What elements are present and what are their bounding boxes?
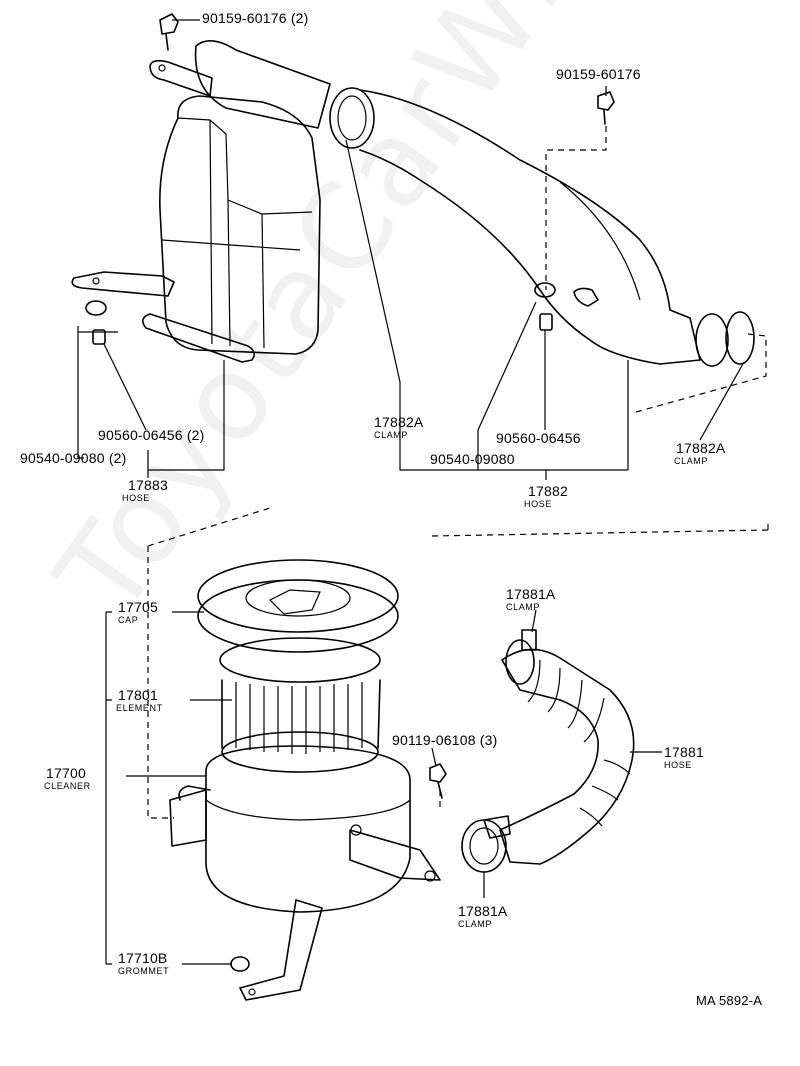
- resonator-tank-drawing: [71, 95, 321, 363]
- cleaner-17700-number: 17700: [46, 765, 86, 781]
- dashed-connections: [147, 126, 769, 819]
- bolt-90119-number: 90119-06108 (3): [392, 732, 498, 748]
- element-17801-name: ELEMENT: [116, 703, 163, 713]
- bolt-top-left-number: 90159-60176 (2): [202, 10, 309, 26]
- grommet-17710b-number: 17710B: [118, 950, 168, 966]
- clamp-17881a-top-number: 17881A: [506, 586, 556, 602]
- grommet-right-a-number: 90560-06456: [496, 430, 581, 446]
- upper-fasteners-drawing: [85, 13, 615, 345]
- hose-17881-name: HOSE: [664, 760, 692, 770]
- bolt-top-right-number: 90159-60176: [556, 66, 641, 82]
- hose-17881-drawing: [461, 629, 635, 873]
- hose-17882-name: HOSE: [524, 499, 552, 509]
- hose-17882-number: 17882: [528, 483, 568, 499]
- air-cleaner-drawing: [169, 559, 447, 1001]
- element-17801-number: 17801: [118, 687, 158, 703]
- clamp-17881a-bottom-name: CLAMP: [458, 919, 493, 929]
- leader-lines: [77, 19, 745, 965]
- clamp-17881a-top-name: CLAMP: [506, 602, 541, 612]
- clamp-17882a-right-number: 17882A: [676, 440, 726, 456]
- grommet-left-a-number: 90560-06456 (2): [98, 427, 205, 443]
- hose-17881-number: 17881: [664, 744, 704, 760]
- hose-17882-drawing: [149, 40, 755, 367]
- cap-17705-number: 17705: [118, 599, 158, 615]
- hose-17883-name: HOSE: [122, 493, 150, 503]
- grommet-17710b-name: GROMMET: [118, 966, 170, 976]
- cap-17705-name: CAP: [118, 615, 139, 625]
- grommet-right-b-number: 90540-09080: [430, 451, 515, 467]
- reference-code: MA 5892-A: [696, 993, 763, 1008]
- hose-17883-number: 17883: [128, 477, 168, 493]
- grommet-left-b-number: 90540-09080 (2): [20, 450, 127, 466]
- clamp-17882a-left-name: CLAMP: [374, 430, 409, 440]
- cleaner-17700-name: CLEANER: [44, 781, 91, 791]
- clamp-17882a-right-name: CLAMP: [674, 456, 709, 466]
- clamp-17882a-left-number: 17882A: [374, 414, 424, 430]
- clamp-17881a-bottom-number: 17881A: [458, 903, 508, 919]
